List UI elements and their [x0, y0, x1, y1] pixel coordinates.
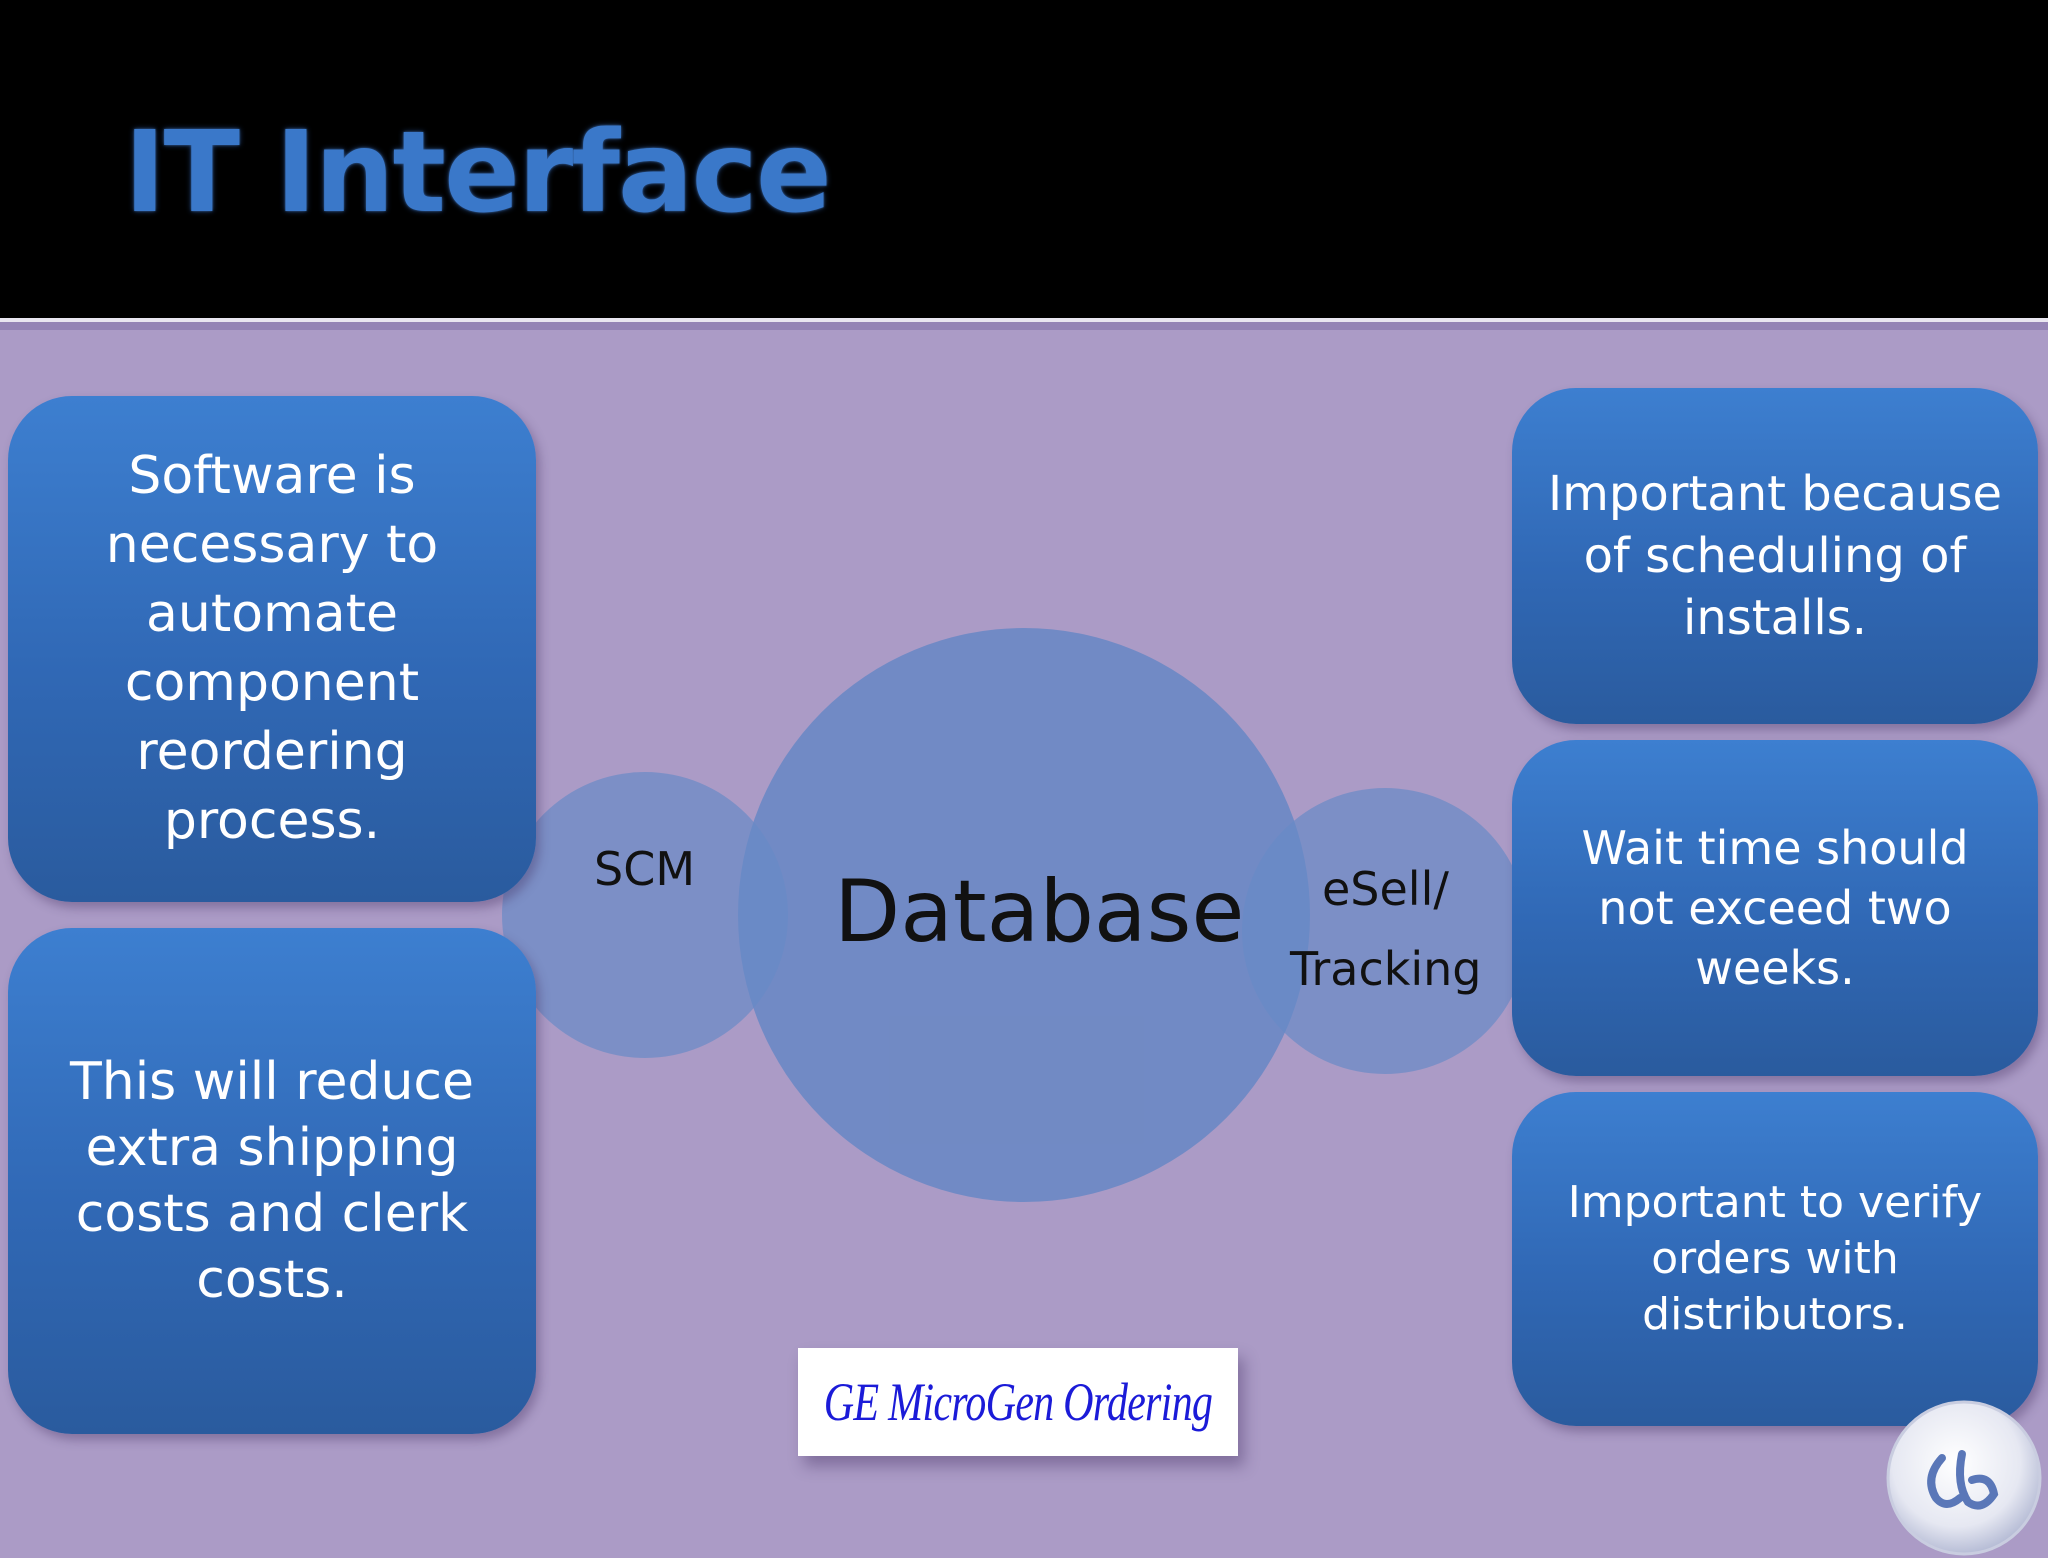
box-line: Wait time should [1581, 821, 1969, 875]
box-line: necessary to [105, 515, 439, 575]
box-line: costs. [196, 1250, 348, 1310]
database-circle [738, 628, 1310, 1202]
reduce-costs-box: This will reduce extra shipping costs an… [8, 928, 536, 1434]
box-line: extra shipping [85, 1118, 459, 1178]
scm-circle [502, 772, 788, 1058]
box-line: Software is [128, 446, 416, 506]
box-line: Important to verify [1567, 1177, 1983, 1228]
slide-title: IT Interface [124, 108, 832, 238]
scheduling-box: Important because of scheduling of insta… [1512, 388, 2038, 724]
database-label: Database [834, 862, 1245, 962]
scm-label: SCM [594, 842, 696, 896]
ge-logo-icon [1886, 1400, 2042, 1556]
box-line: orders with [1651, 1233, 1899, 1284]
verify-orders-box: Important to verify orders with distribu… [1512, 1092, 2038, 1426]
wait-time-box: Wait time should not exceed two weeks. [1512, 740, 2038, 1076]
box-line: distributors. [1642, 1289, 1908, 1340]
header-divider [0, 318, 2048, 322]
box-line: of scheduling of [1583, 528, 1967, 584]
slide-header [0, 0, 2048, 318]
esell-tracking-circle [1242, 788, 1528, 1074]
logo-caption: GE MicroGen Ordering [823, 1372, 1213, 1432]
box-line: Important because [1548, 466, 2002, 522]
box-line: costs and clerk [75, 1184, 469, 1244]
esell-label: eSell/ [1322, 862, 1449, 916]
box-line: automate [146, 584, 398, 644]
box-line: installs. [1683, 590, 1867, 646]
box-line: weeks. [1695, 941, 1855, 995]
software-necessary-box: Software is necessary to automate compon… [8, 396, 536, 902]
box-line: not exceed two [1598, 881, 1952, 935]
microgen-logo: GE MicroGen Ordering [798, 1348, 1238, 1456]
box-line: component [124, 653, 420, 713]
tracking-label: Tracking [1290, 942, 1482, 996]
box-line: reordering [136, 722, 408, 782]
header-divider-shadow [0, 322, 2048, 330]
box-line: process. [163, 791, 381, 851]
box-line: This will reduce [70, 1052, 474, 1112]
